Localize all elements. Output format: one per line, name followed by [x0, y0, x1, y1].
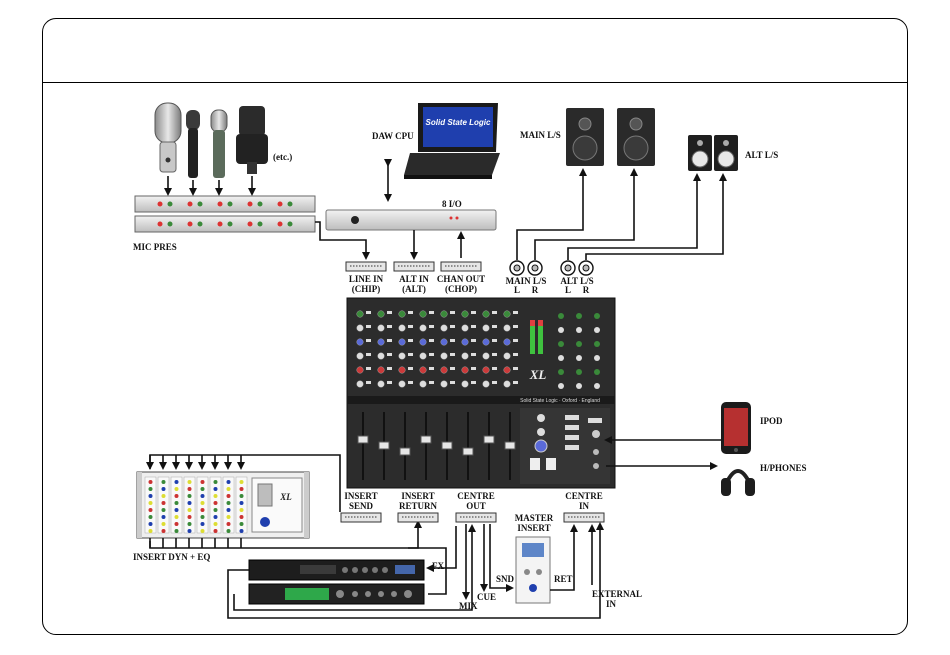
- centre-in-label: CENTRE: [565, 491, 603, 501]
- rack-module: [184, 477, 195, 533]
- ipod-icon: [721, 402, 751, 454]
- line-in-sublabel: (CHIP): [352, 284, 381, 294]
- ipod-label: IPOD: [760, 416, 783, 426]
- rack-top-wires: [150, 455, 241, 468]
- rack-module: [171, 477, 182, 533]
- mix-label: MIX: [459, 601, 478, 611]
- speaker-icon: [688, 135, 712, 171]
- xl-desk-mixer: Solid State Logic · Oxford · England XL: [347, 298, 615, 488]
- alt-r-label: R: [583, 285, 590, 295]
- rack-module: [236, 477, 247, 533]
- fx-label: FX: [432, 561, 444, 571]
- daw-laptop-icon: Solid State Logic: [404, 103, 500, 179]
- insert-dyn-eq-label: INSERT DYN + EQ: [133, 552, 210, 562]
- centre-out-sublabel: OUT: [466, 501, 486, 511]
- main-ls-xlr-connectors: [510, 261, 542, 275]
- rack-module: [210, 477, 221, 533]
- insert-return-label: INSERT: [401, 491, 434, 501]
- rack-module: [223, 477, 234, 533]
- rack-bottom-wires: [150, 538, 241, 548]
- etc-label: (etc.): [273, 152, 292, 162]
- alt-in-sublabel: (ALT): [402, 284, 426, 294]
- line-in-connector: [346, 262, 386, 271]
- fx-unit-top: [249, 560, 424, 580]
- ret-label: RET: [554, 574, 573, 584]
- chan-out-label: CHAN OUT: [437, 274, 485, 284]
- centre-in-sublabel: IN: [579, 501, 590, 511]
- snd-label: SND: [496, 574, 515, 584]
- main-r-label: R: [532, 285, 539, 295]
- chan-out-sublabel: (CHOP): [445, 284, 477, 294]
- alt-in-connector: [394, 262, 434, 271]
- insert-return-sublabel: RETURN: [399, 501, 438, 511]
- io-interface-unit: [326, 210, 496, 230]
- centre-out-connector: [456, 513, 496, 522]
- io-8-label: 8 I/O: [442, 199, 462, 209]
- condenser-mic-icon: [155, 103, 181, 172]
- mic-pres-label: MIC PRES: [133, 242, 177, 252]
- insert-send-sublabel: SEND: [349, 501, 374, 511]
- alt-in-label: ALT IN: [399, 274, 429, 284]
- main-ls-label: MAIN L/S: [520, 130, 561, 140]
- insert-send-connector: [341, 513, 381, 522]
- insert-send-label: INSERT: [344, 491, 377, 501]
- microphones: (etc.): [155, 103, 292, 194]
- centre-out-label: CENTRE: [457, 491, 495, 501]
- master-insert-label: MASTER: [515, 513, 554, 523]
- speaker-icon: [714, 135, 738, 171]
- alt-speakers: [688, 135, 738, 171]
- mic-pres-rack: MIC PRES: [133, 196, 315, 252]
- master-insert-sublabel: INSERT: [517, 523, 550, 533]
- daw-cpu-label: DAW CPU: [372, 131, 414, 141]
- line-in-label: LINE IN: [349, 274, 384, 284]
- external-in-sublabel: IN: [606, 599, 617, 609]
- headphones-icon: [721, 471, 755, 496]
- fx-unit-bottom: [249, 584, 424, 604]
- main-speakers: [566, 108, 655, 166]
- insert-return-connector: [398, 513, 438, 522]
- external-in-label: EXTERNAL: [592, 589, 642, 599]
- laptop-brand-text: Solid State Logic: [426, 118, 491, 127]
- main-l-label: L: [514, 285, 520, 295]
- insert-dyn-eq-rack: XL: [137, 472, 309, 538]
- rack-module: [197, 477, 208, 533]
- rack-module: [145, 477, 156, 533]
- dynamic-mic-icon: [186, 110, 200, 178]
- speaker-icon: [617, 108, 655, 166]
- mixer-footer-text: Solid State Logic · Oxford · England: [520, 398, 600, 404]
- dynamic-mic-icon: [211, 110, 227, 178]
- ribbon-mic-icon: [236, 106, 268, 174]
- main-ls-conn-label: MAIN L/S: [506, 276, 547, 286]
- alt-ls-label: ALT L/S: [745, 150, 778, 160]
- alt-ls-xlr-connectors: [561, 261, 593, 275]
- chan-out-connector: [441, 262, 481, 271]
- centre-in-connector: [564, 513, 604, 522]
- hphones-label: H/PHONES: [760, 463, 807, 473]
- rack-module: [158, 477, 169, 533]
- rack-logo: XL: [279, 492, 292, 502]
- cue-label: CUE: [477, 592, 496, 602]
- alt-l-label: L: [565, 285, 571, 295]
- mixer-logo: XL: [529, 367, 547, 382]
- speaker-icon: [566, 108, 604, 166]
- master-insert-unit: [516, 537, 550, 603]
